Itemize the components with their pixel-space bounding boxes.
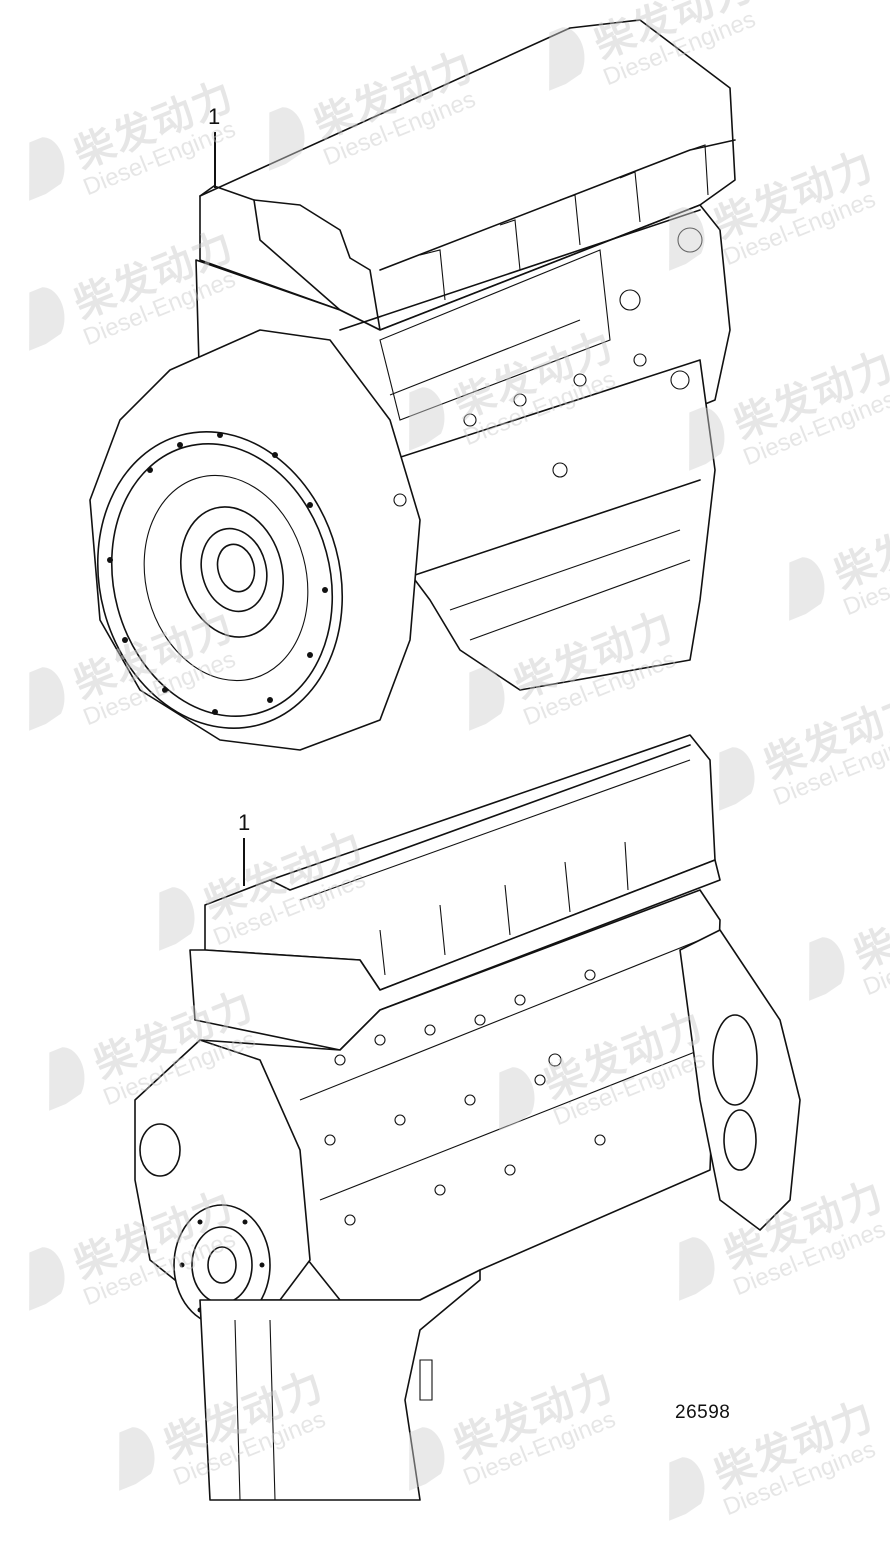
callout-label-lower: 1: [238, 810, 251, 835]
callout-label-upper: 1: [208, 104, 221, 129]
callout-leader-upper: [214, 132, 216, 188]
engine-upper-drawing: [89, 19, 736, 751]
figure-number: 26598: [675, 1402, 731, 1423]
callout-leader-lower: [243, 838, 245, 886]
